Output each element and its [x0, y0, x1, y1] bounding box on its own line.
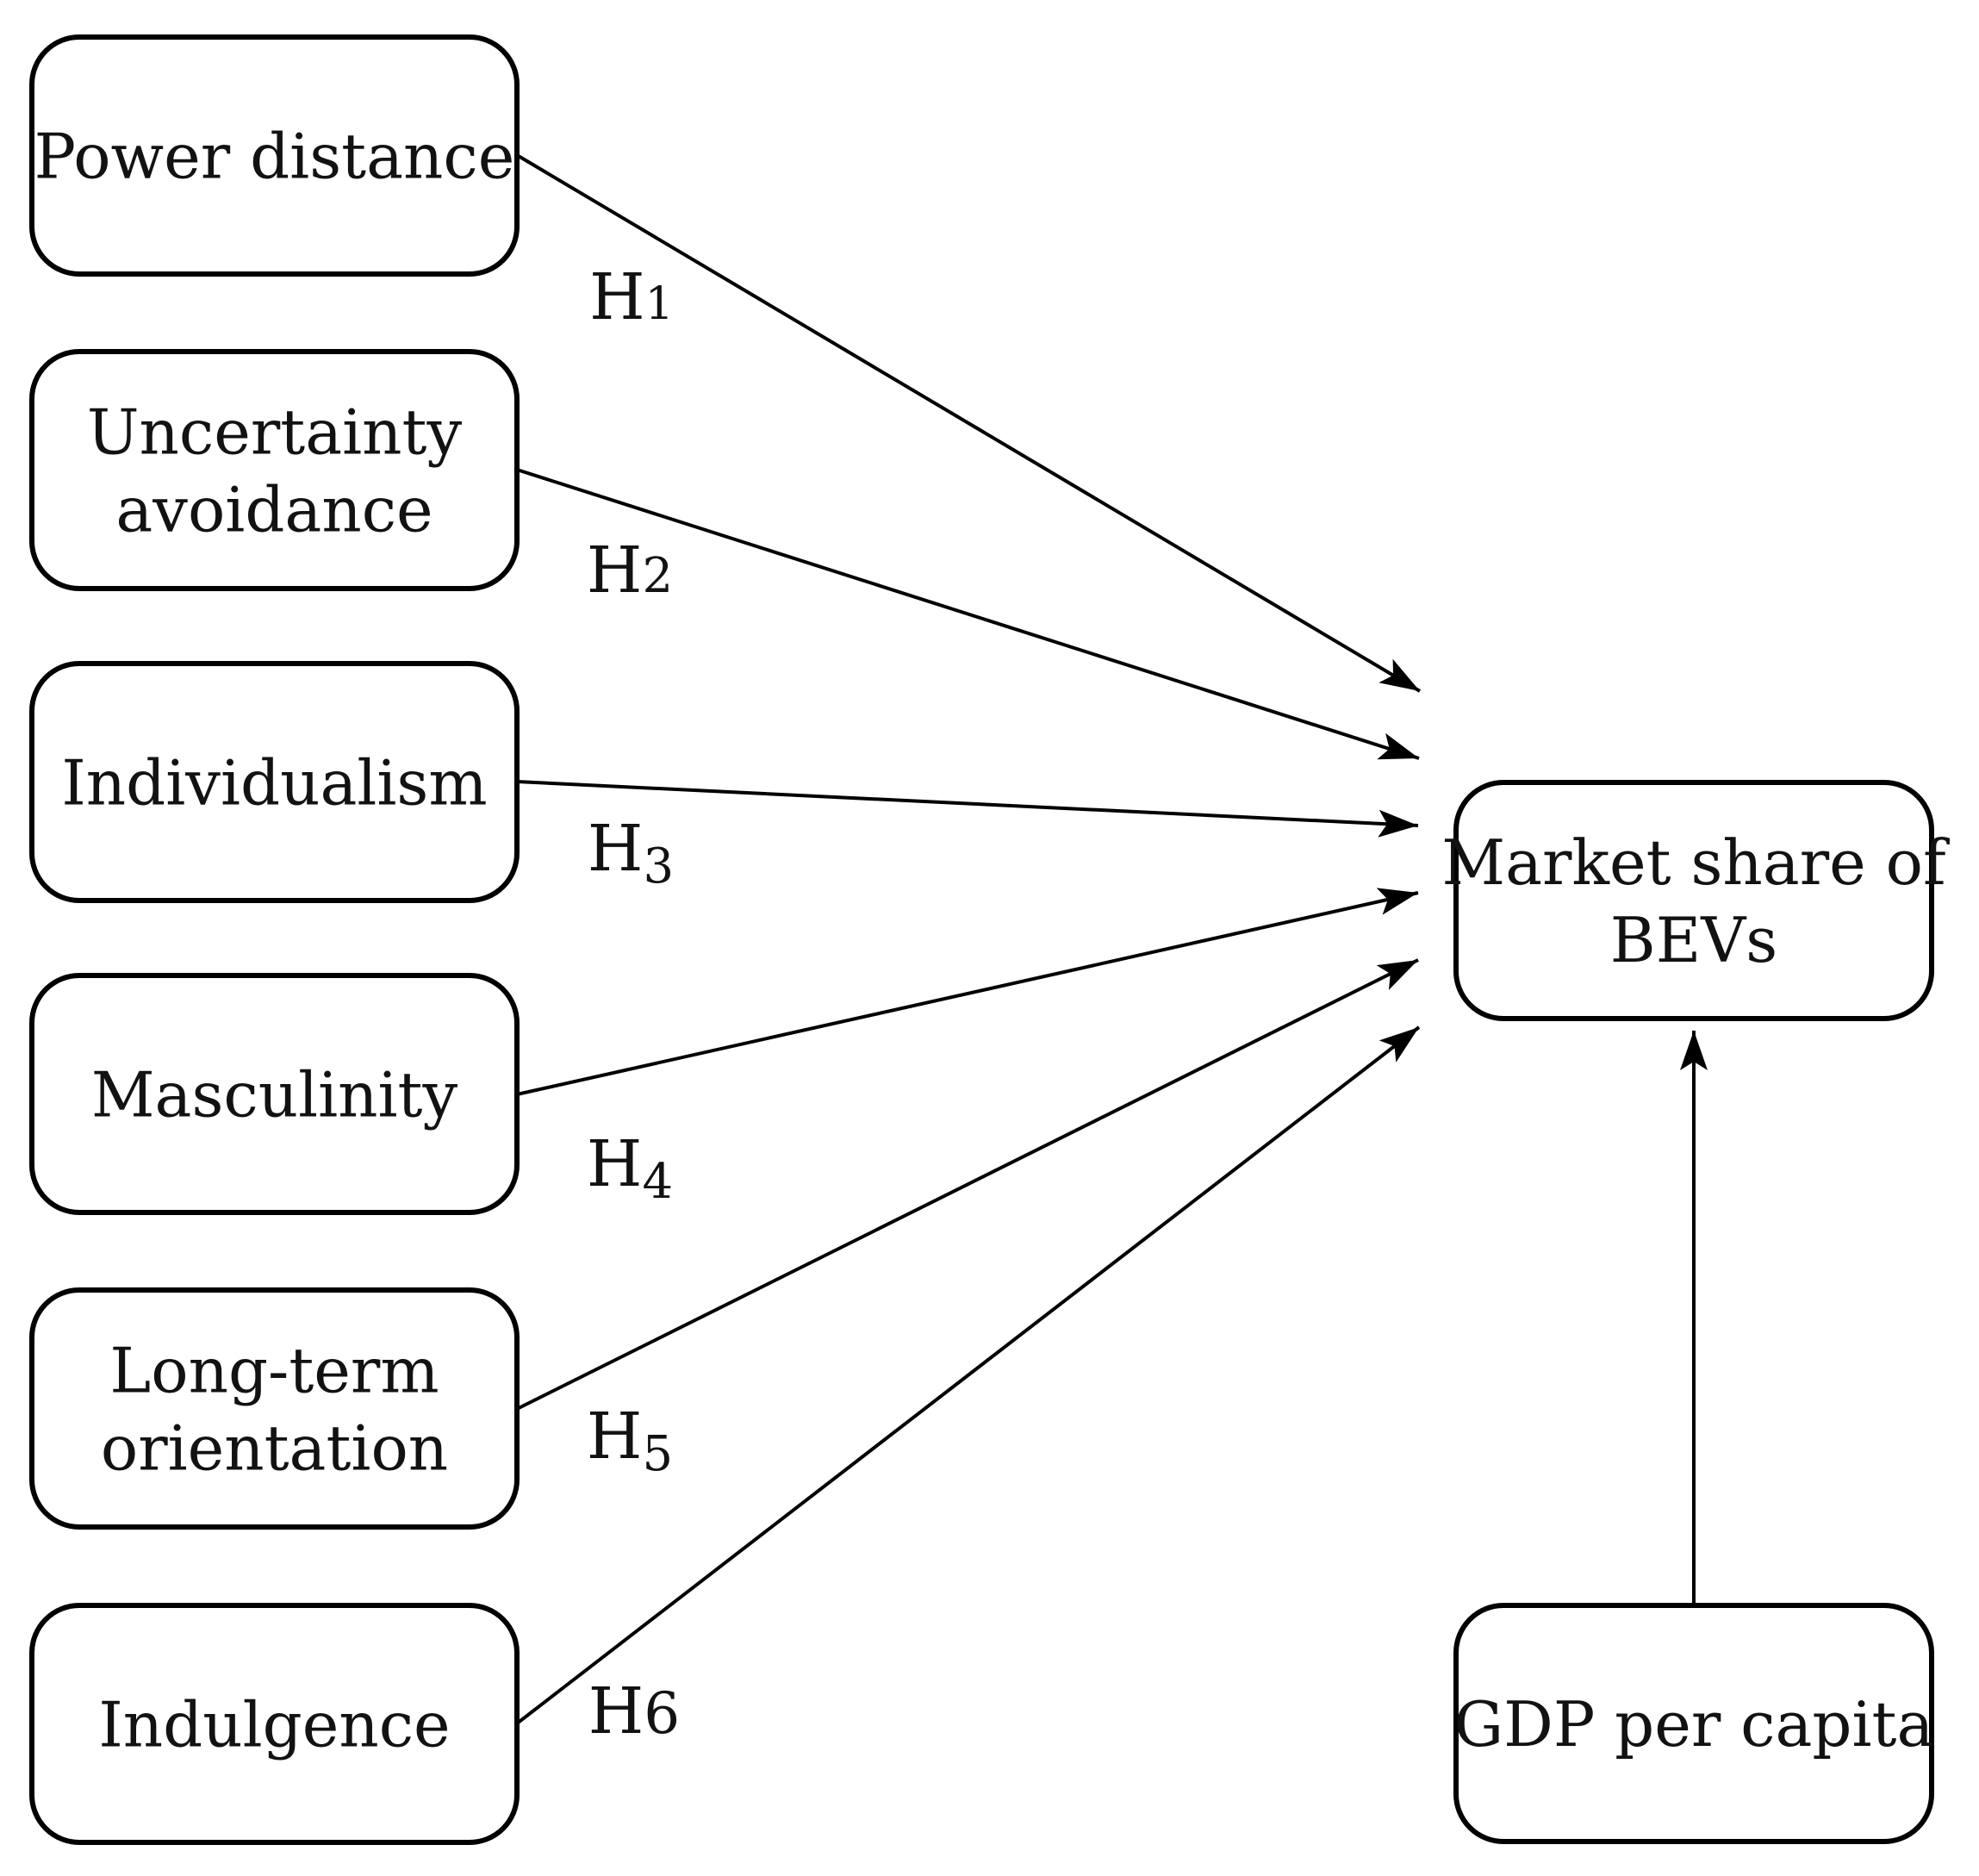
edge-h2-arrow	[516, 468, 1420, 760]
node-power-distance-label: Power distance	[34, 121, 515, 193]
node-indulgence	[29, 1603, 520, 1845]
edges-layer	[515, 153, 1708, 1725]
node-power-distance	[29, 34, 520, 277]
node-individualism	[29, 661, 520, 903]
edge-h6-arrow	[515, 1025, 1421, 1725]
edge-h5-arrow	[516, 958, 1419, 1411]
node-market-share-bevs	[1453, 780, 1934, 1021]
edge-h4-label: H4	[587, 1127, 673, 1210]
edge-h1-label: H1	[589, 260, 674, 334]
edge-h1-arrow	[515, 153, 1422, 693]
node-long-term-orientation	[29, 1287, 520, 1530]
node-masculinity-label: Masculinity	[91, 1059, 458, 1131]
edge-h4-arrow	[516, 888, 1419, 1096]
edge-h3-arrow	[516, 780, 1419, 838]
node-masculinity	[29, 973, 520, 1215]
edge-h3-label: H3	[588, 812, 674, 894]
node-gdp-per-capita-label: GDP per capita	[1454, 1688, 1934, 1761]
node-indulgence-label: Indulgence	[98, 1689, 450, 1761]
node-uncertainty-avoidance	[29, 349, 520, 591]
edge-h2-label: H2	[587, 533, 673, 608]
node-gdp-per-capita	[1453, 1603, 1934, 1844]
node-individualism-label: Individualism	[61, 747, 487, 820]
edge-h6-label: H6	[588, 1674, 681, 1748]
edge-h5-label: H5	[587, 1399, 673, 1482]
